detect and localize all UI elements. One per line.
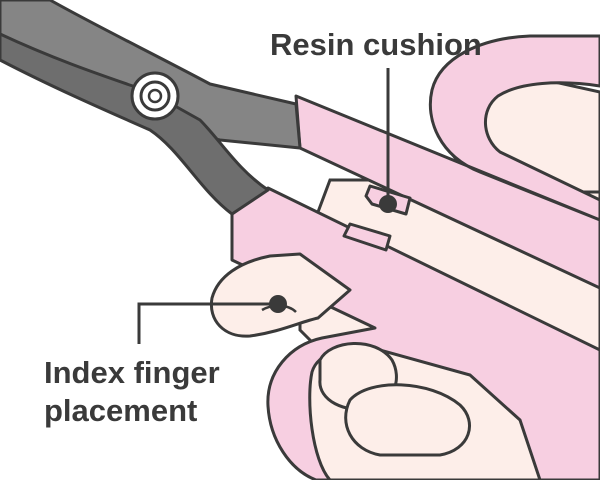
index-callout-line [137, 302, 278, 344]
index-finger-label-line1: Index finger [44, 355, 220, 390]
resin-cushion-label: Resin cushion [270, 27, 482, 62]
index-finger-label: Index finger placement [44, 354, 220, 430]
pivot-screw-inner [147, 88, 163, 104]
upper-handle [294, 34, 600, 290]
index-finger [209, 252, 352, 338]
index-callout-dot [269, 295, 287, 313]
lower-blade [0, 32, 270, 216]
resin-cushion-lower [342, 222, 392, 252]
resin-callout-dot [379, 195, 397, 213]
index-finger-label-line2: placement [44, 393, 198, 428]
lower-finger [344, 383, 471, 457]
